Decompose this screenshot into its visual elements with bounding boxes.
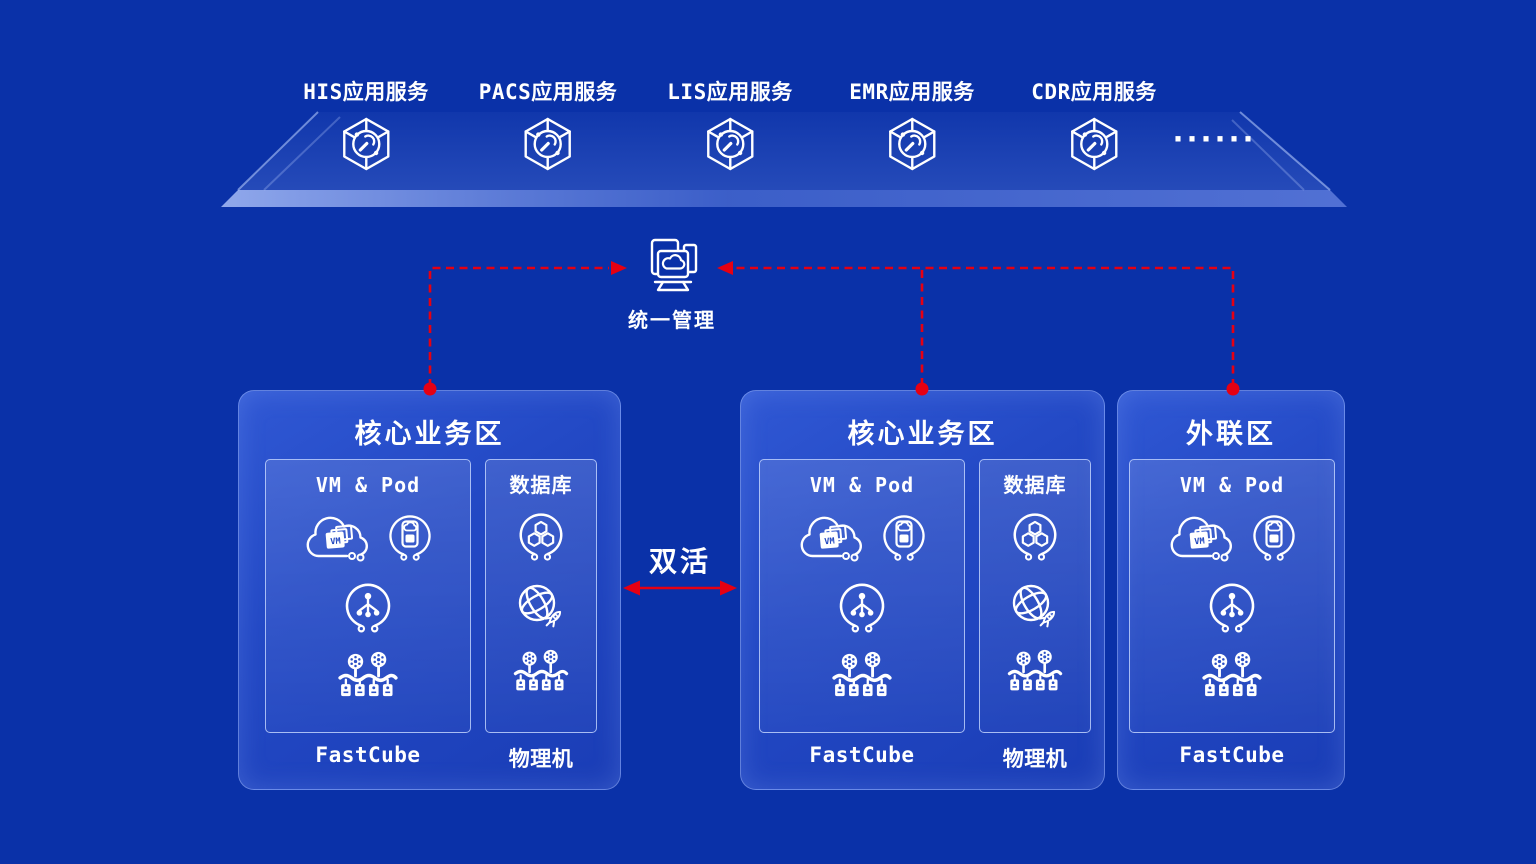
zone-title: 核心业务区	[354, 419, 505, 449]
zone-core-business-1: 核心业务区 VM & Pod 数据库 FastCube 物理机	[238, 390, 621, 790]
service-item: PACS应用服务	[479, 76, 618, 174]
panel-database: 数据库	[485, 459, 597, 733]
service-item: CDR应用服务	[1031, 76, 1156, 174]
dual-active-arrow	[623, 580, 737, 596]
panel-database: 数据库	[979, 459, 1091, 733]
globe-rocket-icon	[1006, 580, 1064, 634]
service-label: PACS应用服务	[478, 80, 618, 104]
pod-icon	[384, 512, 436, 564]
dual-active-label: 双活	[648, 546, 712, 577]
dashed-connector-right	[735, 266, 1235, 387]
panel-footer-physical: 物理机	[1002, 747, 1068, 771]
management-monitor-cloud-icon	[639, 238, 705, 296]
panel-vm-pod: VM & Pod	[759, 459, 965, 733]
panel-title: VM & Pod	[315, 473, 421, 497]
service-cube-icon	[1067, 116, 1121, 174]
panel-footer-fastcube: FastCube	[809, 743, 915, 767]
service-cube-icon	[339, 116, 393, 174]
panel-vm-pod: VM & Pod	[1129, 459, 1335, 733]
server-cluster-icon	[829, 650, 895, 700]
service-label: HIS应用服务	[303, 80, 429, 104]
service-item: LIS应用服务	[667, 76, 792, 174]
service-item: HIS应用服务	[303, 76, 428, 174]
management-label: 统一管理	[628, 310, 716, 332]
dashed-connector-left	[428, 266, 609, 387]
service-cube-icon	[703, 116, 757, 174]
branch-nodes-icon	[834, 580, 890, 636]
server-cluster-icon	[335, 650, 401, 700]
server-cluster-icon	[511, 648, 571, 694]
panel-title: 数据库	[1003, 473, 1067, 497]
cloud-vm-icon	[795, 512, 871, 564]
hexagon-db-icon	[1008, 510, 1062, 564]
globe-rocket-icon	[512, 580, 570, 634]
service-label: EMR应用服务	[849, 80, 975, 104]
cloud-vm-icon	[1165, 512, 1241, 564]
service-label: LIS应用服务	[667, 80, 793, 104]
cloud-vm-icon	[301, 512, 377, 564]
panel-footer-fastcube: FastCube	[315, 743, 421, 767]
zone-external: 外联区 VM & Pod FastCube	[1117, 390, 1345, 790]
more-services-ellipsis: ······	[1173, 118, 1257, 159]
panel-footer-physical: 物理机	[508, 747, 574, 771]
service-cube-icon	[885, 116, 939, 174]
hexagon-db-icon	[514, 510, 568, 564]
panel-title: VM & Pod	[809, 473, 915, 497]
branch-nodes-icon	[340, 580, 396, 636]
server-cluster-icon	[1199, 650, 1265, 700]
zone-core-business-2: 核心业务区 VM & Pod 数据库 FastCube 物理机	[740, 390, 1105, 790]
service-cube-icon	[521, 116, 575, 174]
arrowhead-into-management-left	[611, 261, 627, 275]
zone-title: 外联区	[1186, 419, 1276, 449]
arrowhead-into-management-right	[717, 261, 733, 275]
service-item: EMR应用服务	[849, 76, 974, 174]
service-label: CDR应用服务	[1031, 80, 1157, 104]
panel-footer-fastcube: FastCube	[1179, 743, 1285, 767]
panel-title: VM & Pod	[1179, 473, 1285, 497]
unified-management: 统一管理	[628, 238, 716, 333]
panel-vm-pod: VM & Pod	[265, 459, 471, 733]
zone-title: 核心业务区	[847, 419, 998, 449]
panel-title: 数据库	[509, 473, 573, 497]
branch-nodes-icon	[1204, 580, 1260, 636]
pod-icon	[1248, 512, 1300, 564]
pod-icon	[878, 512, 930, 564]
server-cluster-icon	[1005, 648, 1065, 694]
